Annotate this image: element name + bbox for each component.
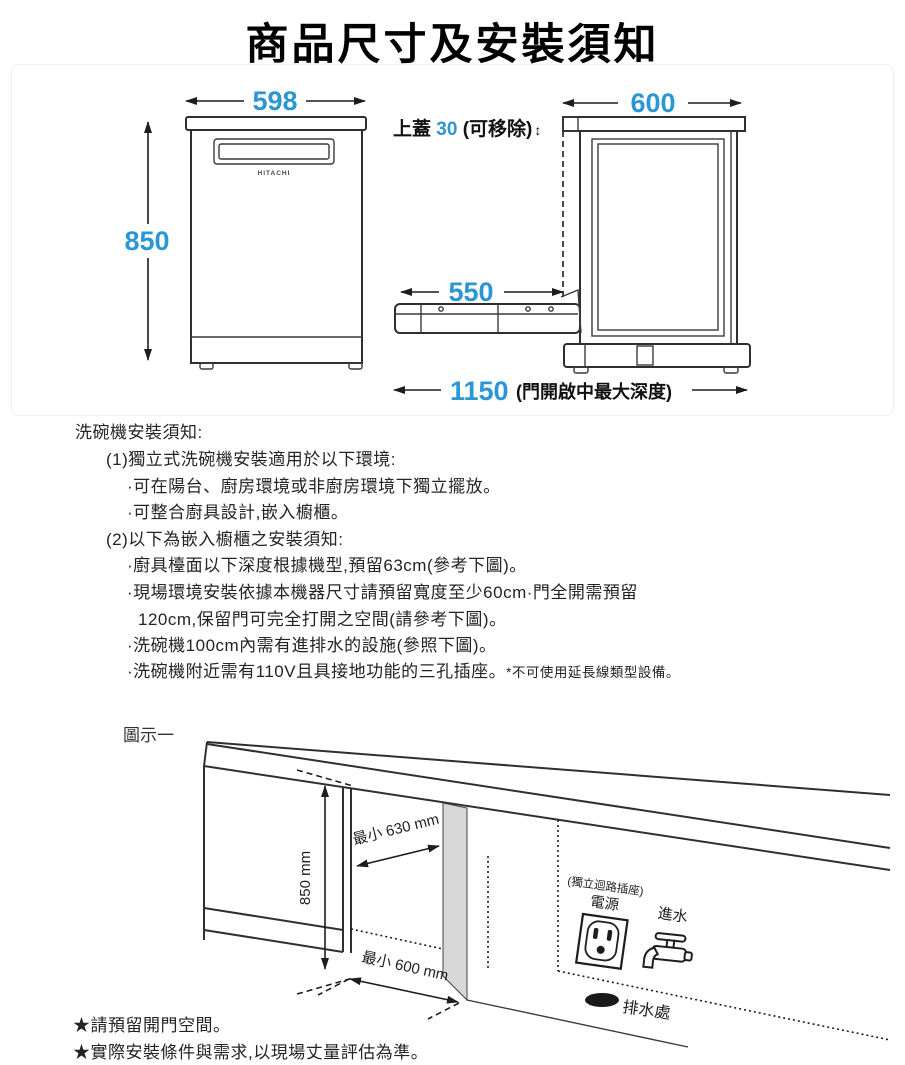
front-view-drawing: 598 850 HITACHI (124, 86, 367, 370)
door-depth-dimension: 550 (400, 277, 564, 307)
figure-height-value: 850 mm (297, 851, 314, 905)
front-height-value: 850 (124, 226, 169, 256)
drain-label: 排水處 (621, 998, 671, 1023)
footer-note-1: ★請預留開門空間。 (73, 1016, 231, 1035)
notes-s2-bullet2a: ·現場環境安裝依據本機器尺寸請預留寬度至少60cm·門全開需預留 (127, 583, 638, 602)
figure-width-value: 最小 600 mm (360, 949, 450, 985)
power-outlet-icon (574, 912, 629, 971)
water-label: 進水 (657, 905, 689, 926)
figure-width-dimension: 最小 600 mm (317, 949, 460, 1020)
power-label: 電源 (589, 893, 621, 914)
side-view-drawing: 600 (393, 88, 751, 406)
brand-logo: HITACHI (258, 170, 291, 177)
recess-floor-dotted (350, 928, 444, 950)
notes-s2-bullet1: ·廚具檯面以下深度根據機型,預留63cm(參考下圖)。 (127, 556, 527, 575)
updown-arrow-icon: ↕ (534, 122, 542, 138)
door-hinge (560, 288, 582, 334)
top-cover-text: 上蓋 (393, 119, 432, 140)
dishwasher-side-outline (394, 116, 751, 374)
front-width-value: 598 (252, 86, 297, 116)
notes-s2-bullet2b: 120cm,保留門可完全打開之空間(請參考下圖)。 (138, 610, 507, 629)
dishwasher-front-outline: HITACHI (185, 116, 367, 370)
side-foot-left (573, 366, 589, 374)
top-cover-note: (可移除) (462, 119, 533, 140)
footer-note-2: ★實際安裝條件與需求,以現場丈量評估為準。 (73, 1043, 429, 1062)
side-base (563, 343, 751, 374)
notes-section1-title: (1)獨立式洗碗機安裝適用於以下環境: (106, 450, 396, 469)
open-depth-dimension: 1150 (門開啟中最大深度) (393, 376, 748, 406)
notes-section2-title: (2)以下為嵌入櫥櫃之安裝須知: (106, 530, 344, 549)
notes-s2-bullet4-main: ·洗碗機附近需有110V且具接地功能的三孔插座。 (127, 662, 507, 681)
door-handle (213, 138, 335, 165)
dimension-drawings-box (11, 64, 894, 416)
open-depth-note: (門開啟中最大深度) (516, 381, 672, 402)
faucet-icon (642, 932, 693, 969)
front-foot-right (348, 362, 363, 370)
door-depth-value: 550 (448, 277, 493, 307)
side-width-value: 600 (630, 88, 675, 118)
left-cabinet-panel (203, 766, 344, 953)
open-door-tray (394, 288, 582, 334)
installation-figure: 850 mm 最小 630 mm 最小 600 mm (獨立迴路插座) 電源 (203, 741, 891, 1048)
notes-s2-bullet4: ·洗碗機附近需有110V且具接地功能的三孔插座。*不可使用延長線類型設備。 (127, 662, 680, 683)
front-foot-left (199, 362, 214, 370)
notes-s1-bullet1: ·可在陽台、廚房環境或非廚房環境下獨立擺放。 (127, 477, 501, 496)
dimension-drawings: 598 850 HITACHI (124, 86, 751, 406)
front-width-dimension: 598 (185, 86, 366, 116)
side-width-dimension: 600 (562, 88, 742, 118)
figure-depth-value: 最小 630 mm (351, 811, 441, 849)
front-height-dimension: 850 (124, 121, 170, 361)
notes-s2-bullet4-small: *不可使用延長線類型設備。 (506, 665, 680, 680)
drain-icon (585, 993, 619, 1007)
top-cover-label: 上蓋 30 (可移除)↕ (393, 114, 541, 141)
outlet-note: (獨立迴路插座) (567, 874, 645, 899)
side-foot-right (723, 366, 739, 374)
top-cover-lip (562, 116, 579, 132)
page-title: 商品尺寸及安裝須知 (245, 21, 660, 69)
figure-height-dimension: 850 mm (296, 769, 354, 995)
figure-label: 圖示一 (123, 726, 174, 745)
countertop-outline (203, 741, 891, 871)
floor-guides (466, 820, 891, 1048)
open-depth-value: 1150 (450, 376, 509, 406)
notes-s2-bullet3: ·洗碗機100cm內需有進排水的設施(參照下圖)。 (127, 636, 497, 655)
notes-heading: 洗碗機安裝須知: (75, 423, 203, 442)
notes-s1-bullet2: ·可整合廚具設計,嵌入櫥櫃。 (127, 503, 349, 522)
figure-depth-dimension: 最小 630 mm (351, 811, 441, 868)
top-cover-value: 30 (436, 119, 458, 140)
